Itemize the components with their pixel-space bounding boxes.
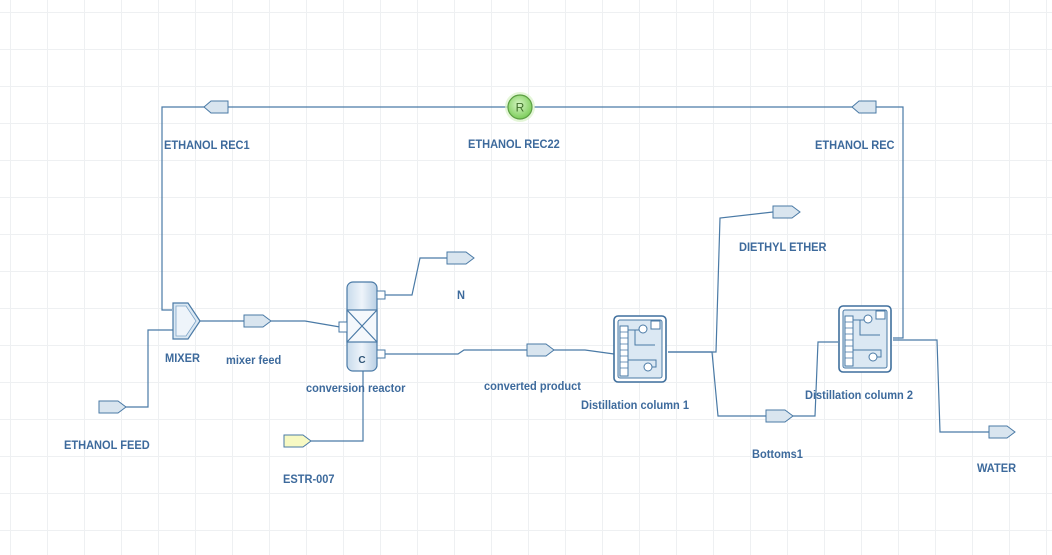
- stream-water-line[interactable]: [893, 339, 989, 433]
- label-ethanol-rec1[interactable]: ETHANOL REC1: [164, 138, 250, 152]
- label-mixer-feed[interactable]: mixer feed: [226, 353, 282, 367]
- distillation-column-1-unit[interactable]: [613, 315, 667, 383]
- label-estr-007[interactable]: ESTR-007: [283, 472, 335, 486]
- water-arrow-icon[interactable]: [988, 425, 1016, 439]
- label-ethanol-feed[interactable]: ETHANOL FEED: [64, 438, 150, 452]
- stream-mixer-feed-line[interactable]: [200, 320, 341, 328]
- estr-007-arrow-icon[interactable]: [283, 434, 312, 448]
- n-arrow-icon[interactable]: [446, 251, 475, 265]
- label-mixer[interactable]: MIXER: [165, 351, 200, 365]
- ethanol-rec1-arrow-icon[interactable]: [203, 100, 229, 114]
- stream-diethyl-ether-line[interactable]: [668, 211, 774, 353]
- bottoms1-arrow-icon[interactable]: [765, 409, 794, 423]
- ethanol-rec-arrow-icon[interactable]: [851, 100, 877, 114]
- label-ethanol-rec[interactable]: ETHANOL REC: [815, 138, 895, 152]
- stream-bottoms1-line[interactable]: [668, 341, 838, 417]
- reactor-marker: C: [358, 355, 365, 366]
- converted-product-arrow-icon[interactable]: [526, 343, 555, 357]
- label-converted-product[interactable]: converted product: [484, 379, 581, 393]
- stream-ethanol-rec1-line[interactable]: [161, 106, 507, 311]
- ethanol-feed-arrow-icon[interactable]: [98, 400, 127, 414]
- stream-converted-product-line[interactable]: [385, 349, 615, 355]
- recycle-letter: R: [516, 101, 525, 115]
- label-ethanol-rec22[interactable]: ETHANOL REC22: [468, 137, 560, 151]
- distillation-column-2-unit[interactable]: [838, 305, 892, 373]
- conversion-reactor-unit[interactable]: C: [338, 281, 386, 372]
- stream-ethanol-rec22-line[interactable]: [534, 106, 904, 339]
- label-conversion-reactor[interactable]: conversion reactor: [306, 381, 406, 395]
- recycle-block[interactable]: R: [505, 92, 535, 122]
- diethyl-ether-arrow-icon[interactable]: [772, 205, 801, 219]
- label-distillation-column-1[interactable]: Distillation column 1: [581, 398, 689, 412]
- mixer-unit[interactable]: [172, 302, 201, 340]
- label-water[interactable]: WATER: [977, 461, 1017, 475]
- label-n[interactable]: N: [457, 288, 465, 302]
- mixer-feed-arrow-icon[interactable]: [243, 314, 272, 328]
- stream-n-line[interactable]: [385, 257, 447, 296]
- stream-ethanol-feed-line[interactable]: [124, 329, 175, 408]
- stream-estr-007-line[interactable]: [310, 370, 364, 442]
- label-bottoms1[interactable]: Bottoms1: [752, 447, 803, 461]
- label-diethyl-ether[interactable]: DIETHYL ETHER: [739, 240, 827, 254]
- label-distillation-column-2[interactable]: Distillation column 2: [805, 388, 913, 402]
